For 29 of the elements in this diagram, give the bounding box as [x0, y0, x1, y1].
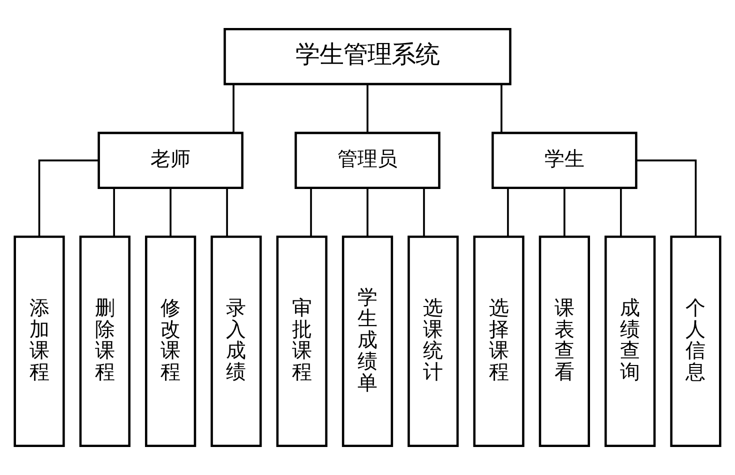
node-box: 成绩查询 [604, 236, 656, 448]
node-box: 老师 [98, 132, 244, 190]
connector [232, 84, 234, 132]
node-box: 审批课程 [276, 236, 328, 448]
node-box: 修改课程 [144, 236, 196, 448]
connector [636, 159, 697, 237]
node-box: 学生管理系统 [224, 28, 512, 86]
connector [423, 188, 425, 236]
connector [500, 84, 502, 132]
node-box: 录入成绩 [210, 236, 262, 448]
connector [113, 188, 115, 236]
connector [366, 84, 368, 132]
node-box: 学生成绩单 [342, 236, 394, 448]
node-box: 选择课程 [473, 236, 524, 448]
node-box: 课表查看 [538, 236, 590, 448]
connector [620, 188, 622, 236]
node-box: 选课统计 [408, 236, 459, 448]
connector [507, 188, 509, 236]
node-box: 个人信息 [670, 236, 722, 448]
connector [310, 188, 312, 236]
connector [38, 159, 99, 237]
connector [564, 188, 566, 236]
node-box: 删除课程 [79, 236, 130, 448]
node-box: 学生 [492, 132, 638, 190]
connector [366, 188, 368, 236]
node-box: 管理员 [294, 132, 440, 190]
node-box: 添加课程 [14, 236, 65, 448]
connector [170, 188, 172, 236]
connector [226, 188, 228, 236]
